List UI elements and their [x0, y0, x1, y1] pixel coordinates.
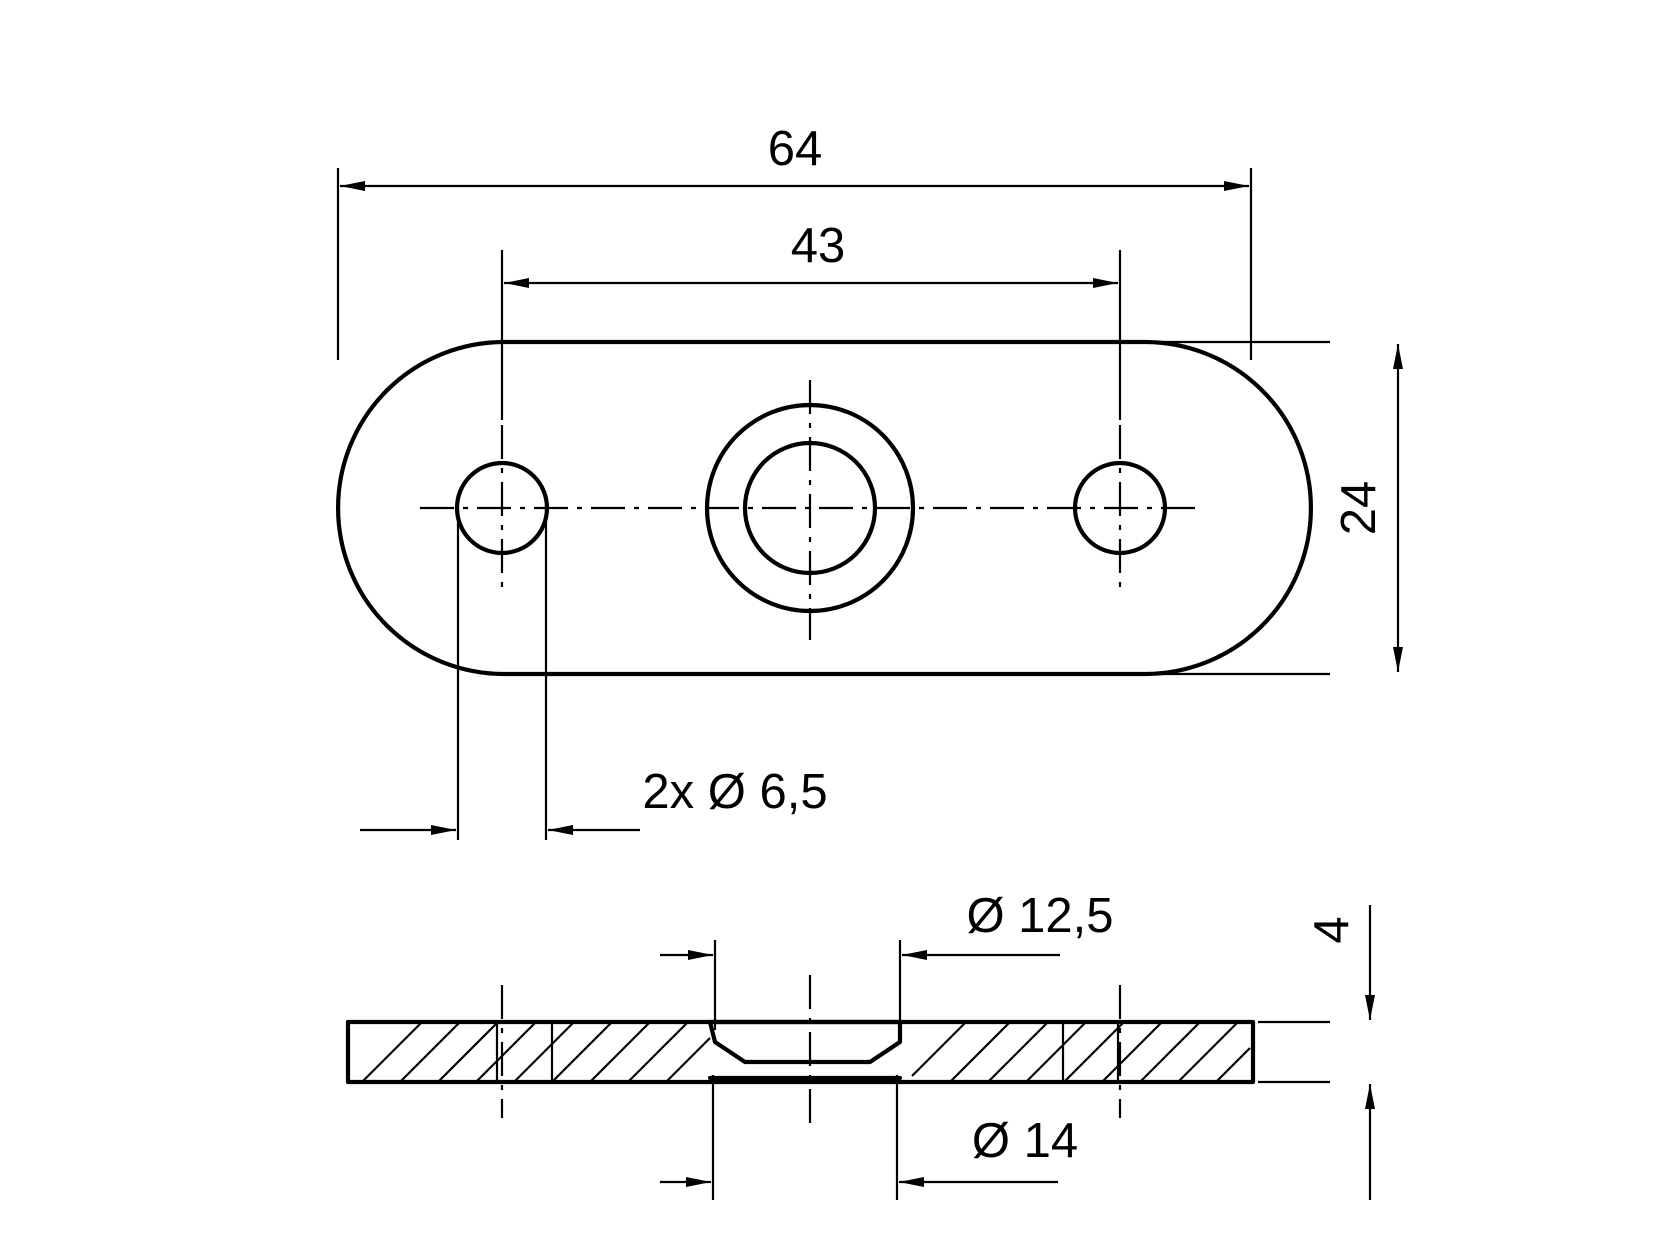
dimension-hole-diameter: 2x Ø 6,5 — [360, 765, 828, 835]
section-hatching-right — [911, 1021, 1251, 1083]
dimension-24-label: 24 — [1332, 481, 1386, 536]
extension-lines-hole-diameter — [456, 508, 548, 840]
dimension-64: 64 — [340, 122, 1249, 191]
plate-outline — [335, 339, 1314, 677]
dimension-thickness-label: 4 — [1305, 916, 1359, 943]
dimension-hole-diameter-label: 2x Ø 6,5 — [642, 765, 827, 819]
extension-lines-43 — [500, 250, 1122, 420]
extension-lines-24 — [1150, 340, 1330, 676]
extension-lines-64 — [336, 168, 1253, 360]
dimension-24: 24 — [1332, 344, 1403, 672]
dimension-counterbore-top: Ø 12,5 — [660, 889, 1114, 960]
section-hole-edges — [495, 1022, 1120, 1082]
section-counterbore-profile — [707, 1019, 903, 1081]
dimension-thickness: 4 — [1305, 905, 1375, 1200]
dimension-64-label: 64 — [768, 122, 823, 176]
dimension-43: 43 — [504, 219, 1118, 288]
center-lines-section-view — [500, 975, 1122, 1128]
center-lines-top-view — [420, 380, 1200, 640]
dimension-counterbore-bottom-label: Ø 14 — [972, 1114, 1078, 1168]
section-view: Ø 12,5 Ø 14 4 — [345, 889, 1375, 1200]
section-hatching-left — [361, 1021, 711, 1083]
extension-lines-thickness — [1258, 1020, 1330, 1084]
top-view: 64 43 24 — [335, 122, 1403, 840]
extension-lines-counterbore-bottom — [711, 1075, 899, 1200]
extension-lines-counterbore-top — [713, 940, 902, 1030]
dimension-counterbore-bottom: Ø 14 — [660, 1114, 1078, 1187]
dimension-43-label: 43 — [791, 219, 846, 273]
dimension-counterbore-top-label: Ø 12,5 — [966, 889, 1113, 943]
